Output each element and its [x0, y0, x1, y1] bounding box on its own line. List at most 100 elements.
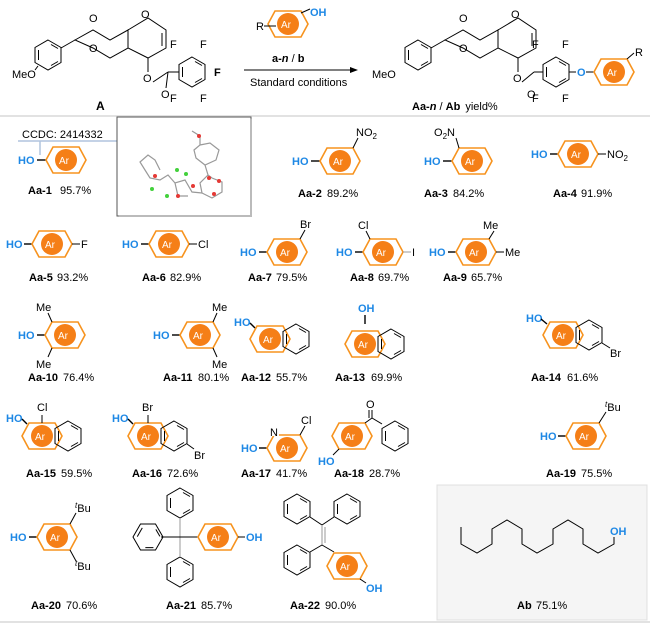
- entry-yield: 69.7%: [378, 272, 409, 284]
- ho-label: HO: [241, 443, 258, 455]
- entry-yield: 28.7%: [369, 468, 400, 480]
- entry-aa-13: OH Ar Aa-13 69.9%: [335, 303, 405, 384]
- crystal-structure-image[interactable]: [116, 116, 252, 217]
- fused-benzene-ring: [160, 420, 188, 452]
- bromo: Br: [300, 219, 311, 231]
- ho-label: HO: [10, 532, 27, 544]
- r-label: R: [635, 47, 643, 59]
- entry-aa-22: Ar OH Aa-22 90.0%: [283, 493, 383, 612]
- ar-label: Ar: [571, 150, 582, 161]
- chloro: Cl: [301, 415, 311, 427]
- methyl: Me: [212, 302, 227, 314]
- carbonyl-oxygen: O: [366, 399, 375, 411]
- atom-o: O: [513, 73, 522, 85]
- ho-label: HO: [234, 317, 251, 329]
- entry-aa-19: HO Ar tBu Aa-19 75.5%: [540, 400, 621, 480]
- entry-id: Aa-10: [28, 372, 58, 384]
- entry-id: Aa-16: [132, 468, 162, 480]
- tert-butyl: tBu: [75, 559, 91, 573]
- ho-label: HO: [112, 413, 129, 425]
- ho-label: HO: [429, 247, 446, 259]
- meo-label: MeO: [12, 69, 36, 81]
- entry-aa-21: Ar OH Aa-21 85.7%: [128, 487, 263, 612]
- ho-label: HO: [153, 330, 170, 342]
- ho-label: HO: [424, 156, 441, 168]
- nitro-group: NO2: [356, 127, 378, 141]
- chloro: Cl: [198, 239, 208, 251]
- ho-label: HO: [6, 239, 23, 251]
- phenyl-ring: [333, 493, 361, 525]
- entry-aa-11: HO Ar Me Me Aa-11 80.1%: [153, 302, 229, 384]
- ar-label: Ar: [193, 331, 204, 342]
- fluoro: F: [532, 39, 539, 51]
- reaction-arrow: [244, 67, 358, 73]
- atom-o: O: [89, 43, 98, 55]
- fluoro: F: [214, 67, 221, 79]
- ar-label: Ar: [340, 562, 351, 573]
- entry-id: Aa-8: [350, 272, 374, 284]
- fluoro: F: [170, 39, 177, 51]
- ar-label: Ar: [333, 157, 344, 168]
- entry-yield: 76.4%: [63, 372, 94, 384]
- methyl: Me: [505, 247, 520, 259]
- atom-o: O: [459, 43, 468, 55]
- ar-label: Ar: [376, 248, 387, 259]
- entry-id: Aa-2: [298, 188, 322, 200]
- entry-aa-20: HO Ar tBu tBu Aa-20 70.6%: [10, 501, 97, 612]
- entry-aa-10: HO Ar Me Me Aa-10 76.4%: [18, 302, 94, 384]
- reactant-label: A: [96, 99, 105, 113]
- ar-label: Ar: [358, 340, 369, 351]
- entry-yield: 93.2%: [57, 272, 88, 284]
- entry-aa-7: HO Ar Br Aa-7 79.5%: [240, 219, 311, 284]
- ar-label: Ar: [162, 240, 173, 251]
- atom-o: O: [511, 9, 520, 21]
- chloro: Cl: [358, 220, 368, 232]
- entry-yield: 72.6%: [167, 468, 198, 480]
- nitro-group: O2N: [434, 127, 455, 141]
- entry-aa-9: HO Ar Me Me Aa-9 65.7%: [429, 220, 520, 284]
- entry-yield: 85.7%: [201, 600, 232, 612]
- fluoro: F: [562, 39, 569, 51]
- entry-id: Aa-7: [248, 272, 272, 284]
- ar-label: Ar: [263, 335, 274, 346]
- entry-aa-6: HO Ar Cl Aa-6 82.9%: [122, 230, 208, 284]
- entry-yield: 80.1%: [198, 372, 229, 384]
- product: MeO O O O O O F F F F O Ar R Aa-n / Ab: [372, 9, 643, 113]
- entry-aa-17: HO Ar N Cl Aa-17 41.7%: [241, 415, 311, 480]
- entry-yield: 75.1%: [536, 600, 567, 612]
- dodecyl-chain: [460, 519, 615, 554]
- arrow-bottom-label: Standard conditions: [250, 77, 348, 89]
- phenyl-ring: [166, 556, 194, 588]
- entry-id: Aa-5: [29, 272, 53, 284]
- ar-label: Ar: [281, 20, 292, 31]
- entry-aa-16: HO Ar Br Br Aa-16 72.6%: [112, 402, 205, 480]
- fused-benzene-ring: [54, 420, 82, 452]
- entry-aa-3: HO Ar O2N Aa-3 84.2%: [424, 127, 493, 200]
- oh-label: OH: [310, 7, 327, 19]
- entry-id: Aa-14: [531, 372, 562, 384]
- entry-id: Aa-13: [335, 372, 365, 384]
- entry-id: Aa-11: [163, 372, 192, 384]
- phenyl-ring: [166, 487, 194, 519]
- entry-id: Aa-3: [424, 188, 448, 200]
- fused-benzene-ring: [377, 328, 405, 360]
- oh-label: OH: [246, 532, 263, 544]
- fluoro: F: [200, 93, 207, 105]
- ho-label: HO: [122, 239, 139, 251]
- entry-yield: 75.5%: [581, 468, 612, 480]
- entry-aa-12: HO Ar Aa-12 55.7%: [234, 317, 310, 384]
- ho-label: HO: [336, 247, 353, 259]
- reaction-scheme: MeO O O O O O F F F F F A: [12, 7, 643, 113]
- tetrafluorophenyl-ring: [542, 56, 570, 88]
- entry-yield: 65.7%: [471, 272, 502, 284]
- entry-id: Aa-12: [241, 372, 271, 384]
- entry-aa-2: HO Ar NO2 Aa-2 89.2%: [292, 127, 378, 200]
- atom-o: O: [161, 89, 170, 101]
- reagent-phenol: Ar R OH: [256, 7, 327, 38]
- entry-id: Aa-6: [142, 272, 166, 284]
- fused-benzene-ring: [575, 319, 603, 351]
- ar-label: Ar: [469, 248, 480, 259]
- fused-benzene-ring: [282, 323, 310, 355]
